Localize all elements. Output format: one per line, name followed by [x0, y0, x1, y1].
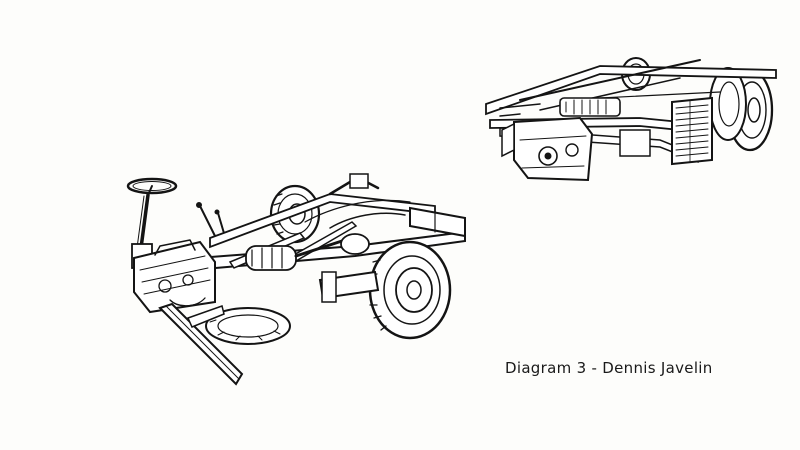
rear-view-engine — [499, 97, 651, 182]
front-bumper — [158, 302, 244, 386]
engine — [133, 239, 216, 314]
chassis-rear-view — [485, 57, 777, 182]
front-wheel — [318, 240, 452, 340]
drivetrain — [245, 199, 411, 271]
radiator — [671, 96, 713, 166]
chassis-front-view — [126, 173, 466, 386]
diagram-caption: Diagram 3 - Dennis Javelin — [505, 359, 713, 377]
spare-wheel — [205, 307, 291, 345]
